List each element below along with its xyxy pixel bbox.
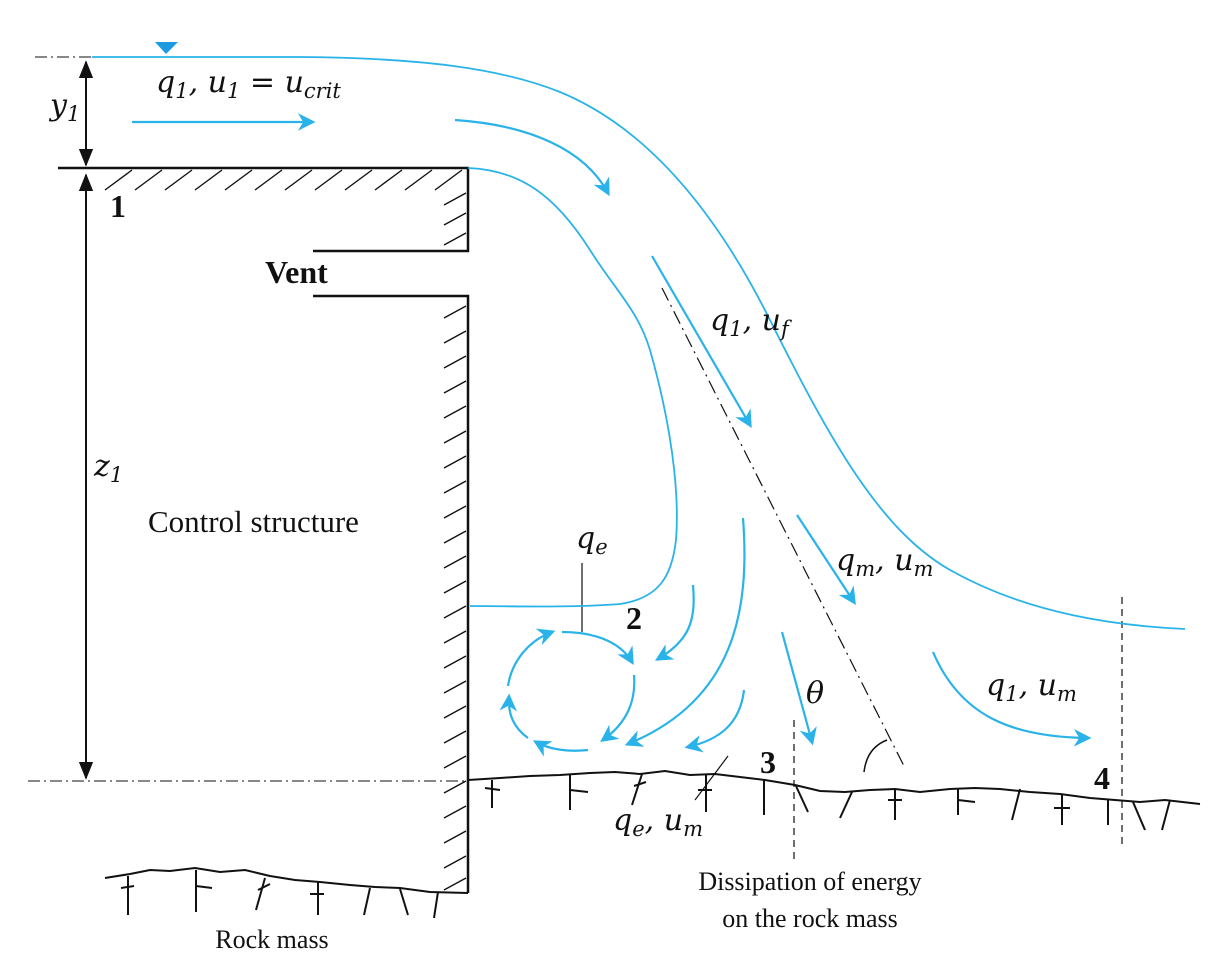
vent-label: Vent [265, 254, 328, 290]
bottom-flow-label: qe, um [613, 803, 703, 841]
dissipation-label-line2: on the rock mass [722, 904, 897, 933]
mixing-label: qm, um [836, 543, 933, 581]
eddy-left-bottom-arrow [499, 693, 529, 739]
section-3-label: 3 [760, 744, 776, 780]
structure-hatching [104, 169, 467, 891]
rock-mass-right [467, 769, 1201, 831]
control-structure-label: Control structure [148, 504, 359, 539]
eddy-left-top-arrow [506, 628, 556, 687]
lower-nappe [467, 167, 678, 608]
angle-label: θ [806, 676, 824, 711]
outflow-arrow [931, 651, 1092, 747]
control-structure [58, 166, 470, 893]
section-2-label: 2 [626, 600, 642, 636]
z1-label: z1 [93, 449, 123, 487]
qe-um-leader-line [694, 755, 729, 801]
mixing-arrow [796, 514, 856, 605]
jet-arrow [651, 255, 752, 429]
big-curve-arrow [624, 517, 746, 747]
section-4-label: 4 [1094, 760, 1110, 796]
dissipation-label-line1: Dissipation of energy [698, 867, 921, 896]
jet-axis-line [661, 287, 906, 769]
eddy-bottom-arrow [532, 740, 589, 757]
angle-arc [863, 739, 888, 773]
water-level-icon [155, 42, 178, 54]
rock-mass-left [104, 866, 469, 919]
rock-mass-label: Rock mass [215, 925, 328, 954]
curve-arrow-small [684, 689, 746, 753]
flow-arrows [132, 113, 1092, 757]
curved-arrow-top [454, 118, 610, 197]
y1-label: y1 [48, 88, 80, 126]
jet-label: q1, uf [710, 303, 792, 341]
eddy-top-arrow [561, 630, 634, 666]
down-arrow-3 [780, 631, 817, 746]
inflow-label: q1, u1 = ucrit [156, 65, 341, 103]
upper-nappe [92, 56, 1186, 630]
entrained-label: qe [576, 521, 608, 559]
section-1-label: 1 [110, 188, 126, 224]
outflow-label: q1, um [986, 668, 1077, 706]
curve-arrow-right [654, 584, 695, 661]
flow-lines [92, 56, 1186, 630]
eddy-right-arrow [600, 674, 636, 743]
